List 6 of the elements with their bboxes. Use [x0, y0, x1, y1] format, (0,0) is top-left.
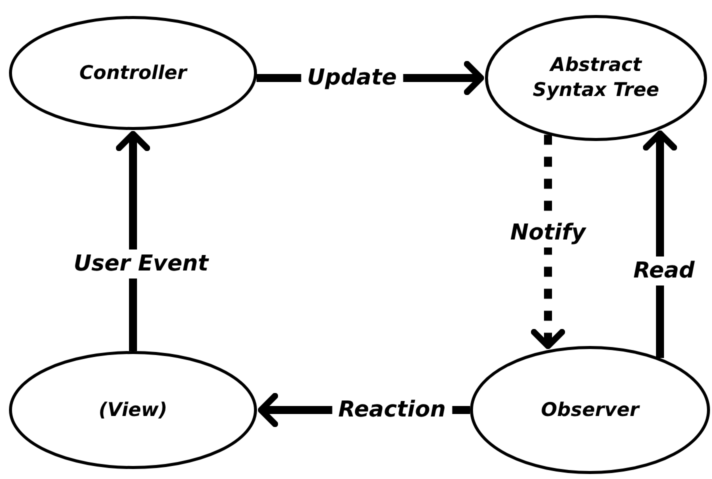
arrow — [642, 130, 678, 358]
node-label: (View) — [98, 398, 168, 422]
arrow — [530, 134, 566, 350]
node-label: Observer — [541, 398, 639, 422]
node-label: Abstract Syntax Tree — [532, 53, 660, 103]
node-label: Controller — [79, 60, 187, 86]
